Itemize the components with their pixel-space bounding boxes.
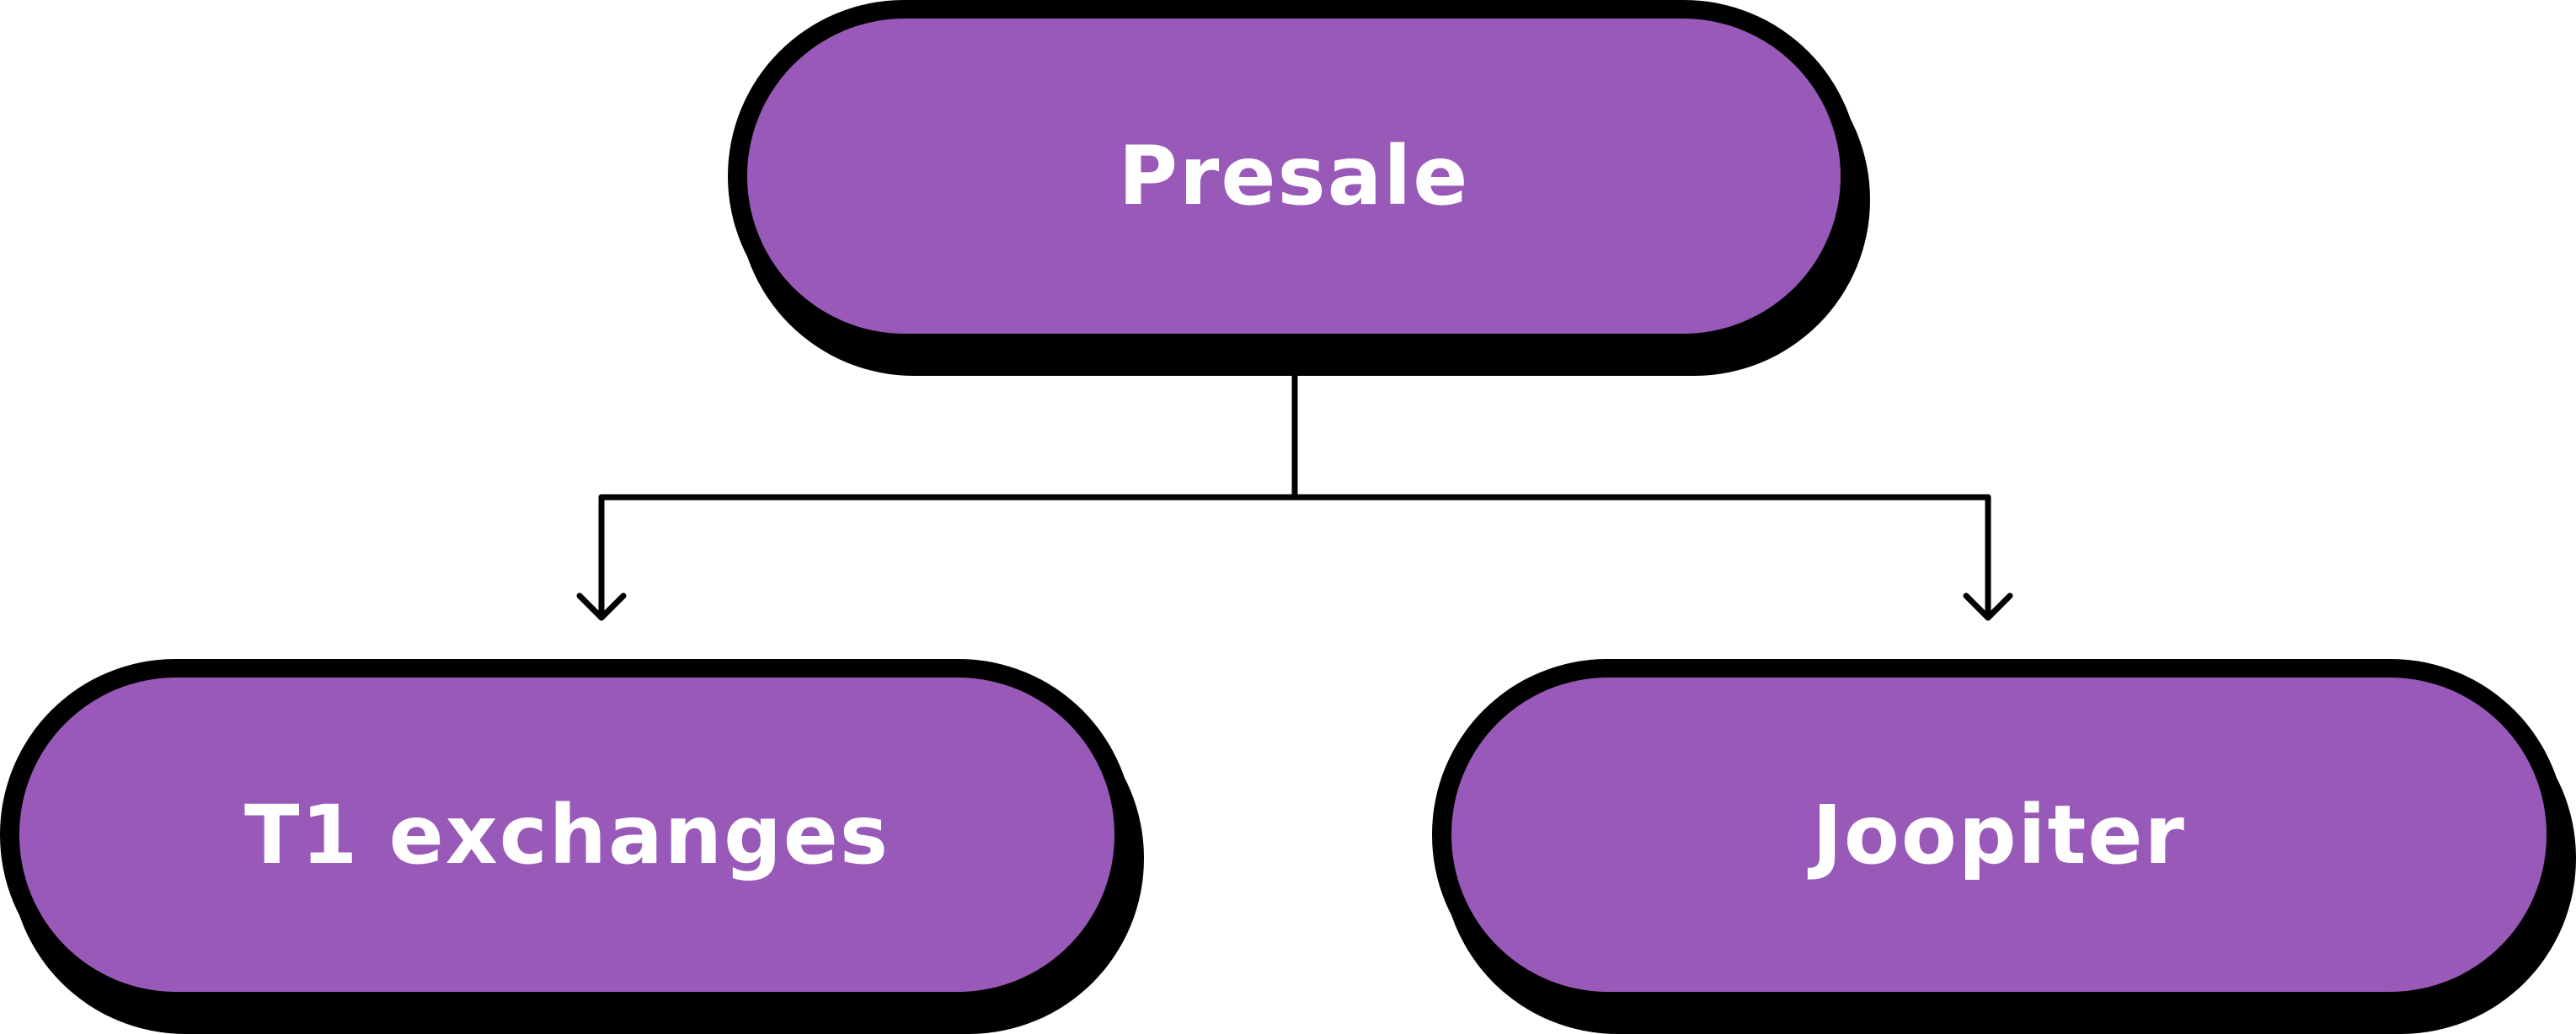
node-label-joopiter: Joopiter [1807, 788, 2186, 882]
arrowhead-left [576, 592, 627, 621]
arrowhead-right [1963, 592, 2013, 621]
node-label-presale: Presale [1119, 129, 1470, 223]
connector-group [576, 367, 2013, 621]
node-body [19, 678, 1114, 992]
node-label-t1-exchanges: T1 exchanges [244, 788, 890, 882]
node-body [747, 19, 1841, 334]
node-presale: Presale [728, 0, 1870, 376]
node-body [1451, 678, 2547, 992]
node-t1-exchanges: T1 exchanges [0, 659, 1144, 1034]
node-joopiter: Joopiter [1432, 659, 2576, 1034]
